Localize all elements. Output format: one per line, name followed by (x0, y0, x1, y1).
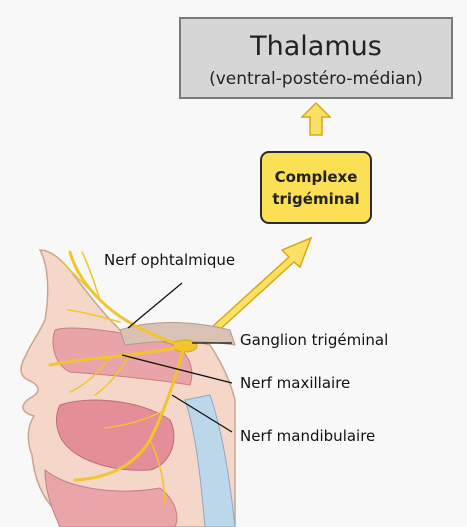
complexe-line1: Complexe (275, 168, 358, 186)
leader-ophtalmique (128, 283, 182, 328)
label-nerf-mandibulaire: Nerf mandibulaire (240, 427, 375, 445)
label-nerf-ophtalmique: Nerf ophtalmique (104, 251, 235, 269)
complexe-box-rect (261, 152, 371, 223)
up-arrow-to-thalamus (302, 103, 330, 135)
thalamus-subtitle: (ventral-postéro-médian) (209, 69, 423, 89)
complexe-trigeminal-box: Complexe trigéminal (261, 152, 371, 223)
label-ganglion-trigeminal: Ganglion trigéminal (240, 331, 388, 349)
thalamus-title: Thalamus (249, 31, 382, 62)
head-sagittal-illustration (21, 250, 235, 527)
complexe-line2: trigéminal (272, 190, 359, 208)
thalamus-box: Thalamus (ventral-postéro-médian) (180, 18, 452, 98)
label-nerf-maxillaire: Nerf maxillaire (240, 374, 350, 392)
trigeminal-ganglion (173, 340, 197, 352)
